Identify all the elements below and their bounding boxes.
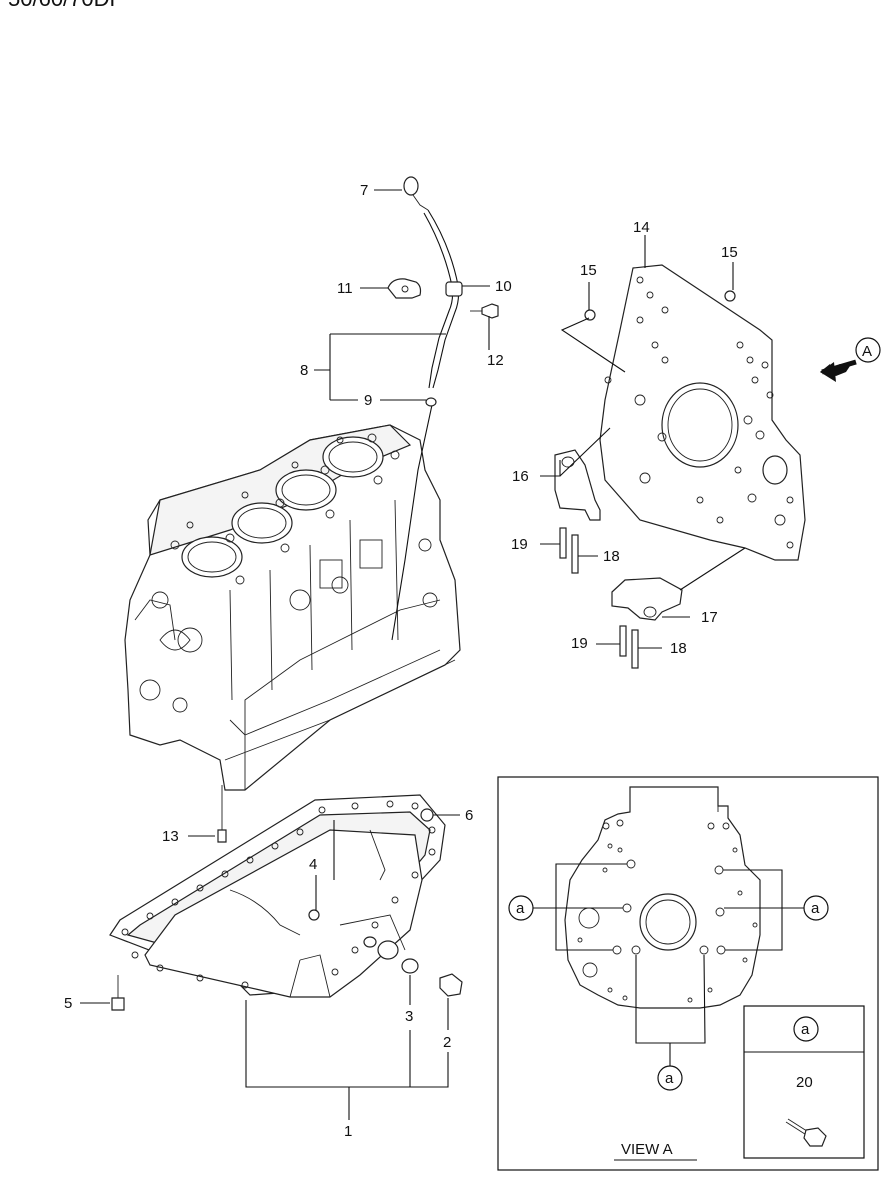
- model-header: 50/60/70DF: [8, 0, 123, 11]
- view-a-ref-left: a: [516, 900, 525, 917]
- oil-pan-illustration: [109, 785, 463, 1011]
- dipstick-assembly: [387, 176, 499, 641]
- callout-18-upper: 18: [603, 548, 620, 565]
- mounting-brackets-illustration: [554, 449, 683, 669]
- callout-labels: 7 11 10 12 8 9 14 15 15 16 19 18 17 19 1…: [64, 182, 738, 1140]
- view-a-ref-bottom: a: [665, 1070, 674, 1087]
- callout-14: 14: [633, 219, 650, 236]
- rear-plate-illustration: [584, 264, 857, 561]
- bolt-20-icon: [785, 1118, 827, 1147]
- callout-19-upper: 19: [511, 536, 528, 553]
- callout-20: 20: [796, 1074, 813, 1091]
- callout-16: 16: [512, 468, 529, 485]
- callout-8: 8: [300, 362, 308, 379]
- callout-7: 7: [360, 182, 368, 199]
- view-a-marker: A: [855, 337, 881, 363]
- view-a-ref-right: a: [811, 900, 820, 917]
- callout-2: 2: [443, 1034, 451, 1051]
- callout-11: 11: [337, 280, 353, 297]
- callout-10: 10: [495, 278, 512, 295]
- leader-lines: [80, 189, 746, 1120]
- callout-1: 1: [344, 1123, 352, 1140]
- legend-ref-a: a: [801, 1021, 810, 1038]
- callout-9: 9: [364, 392, 372, 409]
- callout-17: 17: [701, 609, 718, 626]
- callout-12: 12: [487, 352, 504, 369]
- callout-15-left: 15: [580, 262, 597, 279]
- callout-19-lower: 19: [571, 635, 588, 652]
- cylinder-block-illustration: [124, 424, 461, 791]
- callout-4: 4: [309, 856, 317, 873]
- callout-15-right: 15: [721, 244, 738, 261]
- callout-18-lower: 18: [670, 640, 687, 657]
- callout-13: 13: [162, 828, 179, 845]
- callout-6: 6: [465, 807, 473, 824]
- svg-text:A: A: [862, 343, 872, 360]
- view-a-title: VIEW A: [621, 1141, 673, 1158]
- view-a-inset: a a a VIEW A a 20: [497, 776, 879, 1171]
- callout-5: 5: [64, 995, 72, 1012]
- callout-3: 3: [405, 1008, 413, 1025]
